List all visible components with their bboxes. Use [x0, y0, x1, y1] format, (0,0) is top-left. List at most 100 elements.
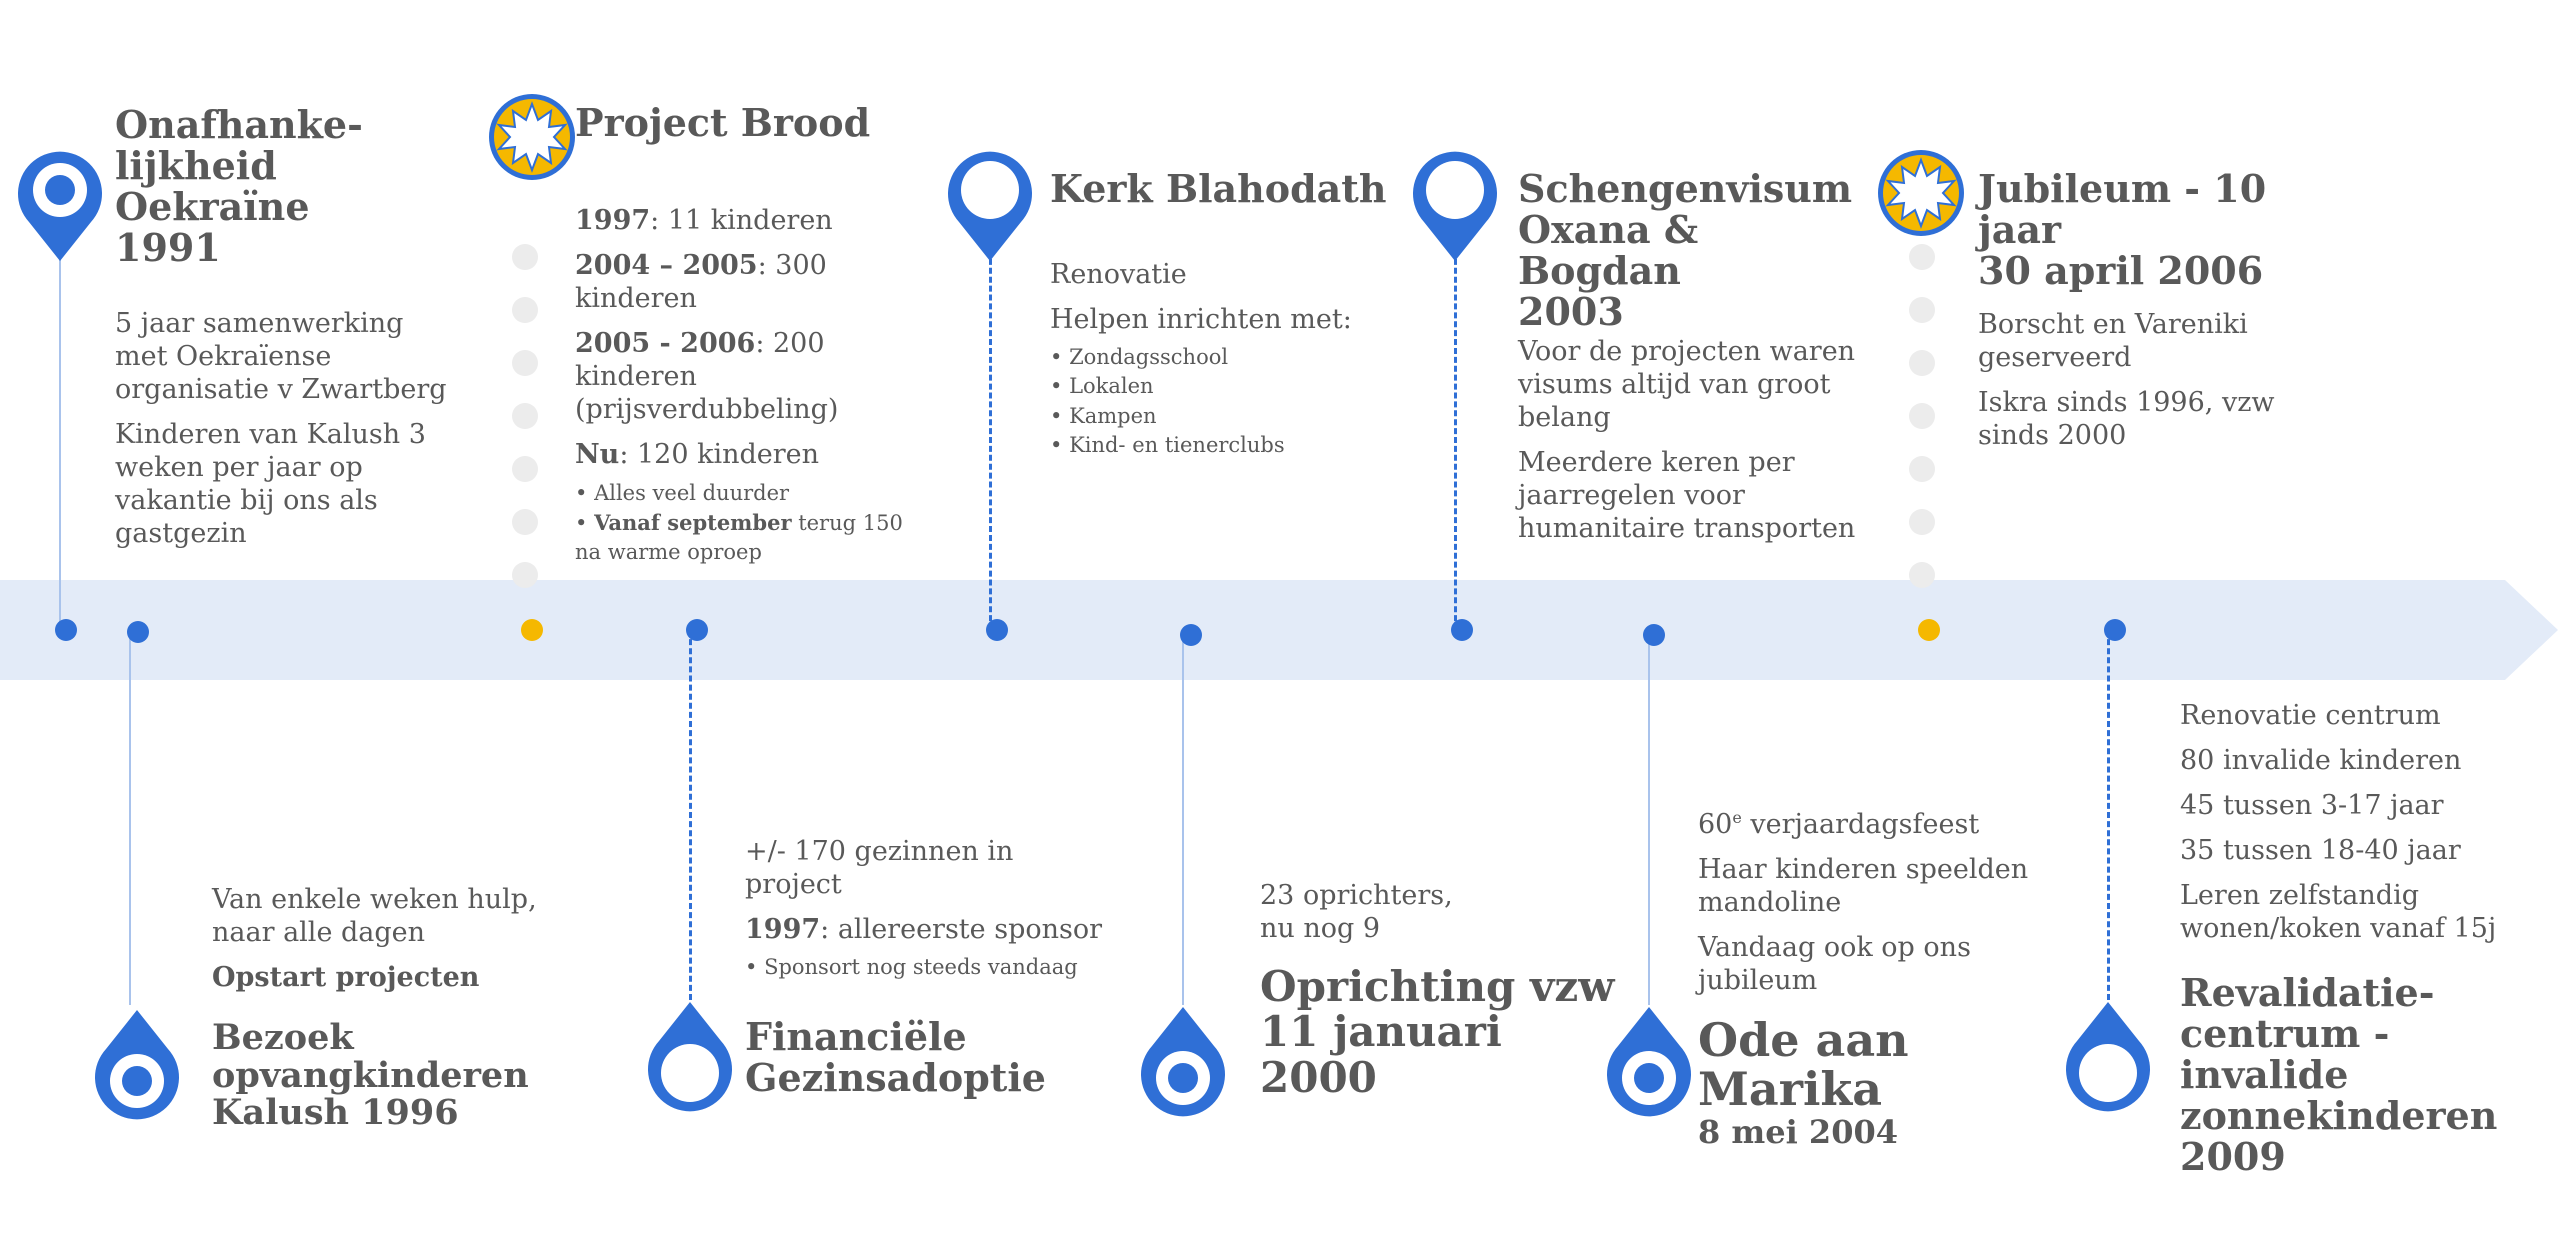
timeline-dot: [1451, 619, 1473, 641]
event-title: Jubileum - 10 jaar 30 april 2006: [1978, 168, 2308, 291]
event-title: Ode aan Marika: [1698, 1012, 2038, 1117]
sun-badge-icon: [1876, 148, 1966, 238]
event-text: Renovatie: [1050, 259, 1187, 291]
event-text: Borscht en Vareniki geserveerd: [1978, 309, 2248, 374]
connector-line: [689, 630, 692, 1000]
text: verjaardagsfeest: [1741, 809, 1980, 840]
event-text: 1997: 11 kinderen: [575, 205, 920, 238]
event-jubilee: Jubileum - 10 jaar 30 april 2006 Borscht…: [1978, 168, 2308, 453]
event-schengen-visa: Schengenvisum Oxana & Bogdan 2003 Voor d…: [1518, 168, 1863, 546]
title-line: Ode aan: [1698, 1012, 1909, 1067]
progress-dot: [512, 403, 538, 429]
title-line: Oxana &: [1518, 207, 1699, 253]
title-line: Financiële: [745, 1014, 967, 1060]
progress-dot: [512, 297, 538, 323]
connector-line: [2107, 630, 2110, 1000]
bold-label: Nu: [575, 438, 620, 470]
list-item: Zondagsschool: [1050, 343, 1395, 372]
event-text: Van enkele weken hulp, naar alle dagen: [212, 884, 537, 948]
text: terug 150 na warme oproep: [575, 510, 903, 565]
event-text: Renovatie centrum: [2180, 700, 2441, 731]
text: : 300 kinderen: [575, 249, 827, 314]
event-date: 8 mei 2004: [1698, 1113, 1898, 1152]
title-line: opvangkinderen: [212, 1054, 529, 1096]
bullet-list: Alles veel duurder Vanaf september terug…: [575, 478, 920, 568]
connector-line: [129, 630, 131, 1005]
event-text: 2004 – 2005: 300 kinderen: [575, 250, 920, 316]
progress-dot: [1909, 297, 1935, 323]
map-pin-icon: [1410, 148, 1500, 263]
event-text: Vandaag ook op ons jubileum: [1698, 931, 1971, 996]
text: : 120 kinderen: [619, 438, 820, 470]
map-pin-icon: [92, 1008, 182, 1123]
connector-line: [1182, 635, 1184, 1005]
event-family-adoption: +/- 170 gezinnen in project 1997: allere…: [745, 836, 1105, 1098]
list-item: Vanaf september terug 150 na warme oproe…: [575, 508, 920, 568]
bold-label: 2004 – 2005: [575, 249, 758, 281]
event-text: 2005 - 2006: 200 kinderen (prijsverdubbe…: [575, 328, 920, 427]
event-title: Revalidatie- centrum - invalide zonnekin…: [2180, 972, 2520, 1177]
progress-dot: [512, 562, 538, 588]
title-line: Kalush 1996: [212, 1092, 459, 1134]
list-item: Lokalen: [1050, 372, 1395, 401]
event-text: 35 tussen 18-40 jaar: [2180, 834, 2461, 866]
bold-label: Vanaf september: [594, 509, 792, 535]
bullet-list: Zondagsschool Lokalen Kampen Kind- en ti…: [1050, 343, 1395, 461]
bold-label: 2005 - 2006: [575, 327, 756, 359]
map-pin-icon: [945, 148, 1035, 263]
event-text: Haar kinderen speelden mandoline: [1698, 853, 2029, 918]
event-text: +/- 170 gezinnen in project: [745, 836, 1014, 900]
list-item: Kind- en tienerclubs: [1050, 431, 1395, 460]
timeline-dot: [686, 619, 708, 641]
timeline-dot: [2104, 619, 2126, 641]
bullet-list: Sponsort nog steeds vandaag: [745, 953, 1105, 982]
progress-dot: [512, 244, 538, 270]
title-line: Marika: [1698, 1062, 1883, 1117]
progress-dot: [1909, 350, 1935, 376]
text: : 11 kinderen: [650, 205, 833, 236]
event-text: 80 invalide kinderen: [2180, 744, 2462, 776]
event-title: Onafhanke- lijkheid Oekraïne 1991: [115, 104, 460, 268]
event-title: Oprichting vzw 11 januari 2000: [1260, 964, 1620, 1100]
title-line: 1991: [115, 225, 221, 271]
event-project-brood: 1997: 11 kinderen 2004 – 2005: 300 kinde…: [575, 205, 920, 568]
title-line: centrum -: [2180, 1010, 2390, 1056]
map-pin-icon: [645, 1000, 735, 1115]
text: Alles veel duurder: [594, 480, 790, 505]
progress-dot: [512, 509, 538, 535]
title-line: invalide: [2180, 1051, 2349, 1097]
event-ode-marika: 60e verjaardagsfeest Haar kinderen speel…: [1698, 808, 2038, 1150]
text: : 200 kinderen (prijsverdubbeling): [575, 327, 839, 425]
event-text: 1997: allereerste sponsor: [745, 914, 1105, 947]
map-pin-icon: [2063, 1000, 2153, 1115]
bold-label: 1997: [745, 913, 821, 945]
list-item: Sponsort nog steeds vandaag: [745, 953, 1105, 982]
map-pin-icon: [1138, 1005, 1228, 1120]
event-independence-1991: Onafhanke- lijkheid Oekraïne 1991 5 jaar…: [115, 104, 460, 551]
event-title: Project Brood: [575, 100, 871, 145]
list-item: Kampen: [1050, 402, 1395, 431]
event-text: Nu: 120 kinderen: [575, 439, 920, 472]
connector-line: [1648, 635, 1650, 1005]
timeline-dot: [55, 619, 77, 641]
title-line: 2003: [1518, 289, 1624, 335]
superscript: e: [1732, 808, 1742, 827]
timeline-dot: [986, 619, 1008, 641]
title-line: Bezoek: [212, 1016, 354, 1058]
event-text: Kinderen van Kalush 3 weken per jaar op …: [115, 418, 426, 549]
progress-dot: [512, 350, 538, 376]
event-title: Financiële Gezinsadoptie: [745, 1016, 1105, 1098]
event-visit-kalush-1996: Van enkele weken hulp, naar alle dagen O…: [212, 884, 562, 1132]
sun-badge-icon: [487, 92, 577, 182]
title-line: zonnekinderen: [2180, 1092, 2498, 1138]
connector-line: [1454, 250, 1457, 630]
progress-dot: [1909, 244, 1935, 270]
event-foundation-2000: 23 oprichters, nu nog 9 Oprichting vzw 1…: [1260, 880, 1620, 1100]
timeline-dot: [521, 619, 543, 641]
event-title: Schengenvisum Oxana & Bogdan 2003: [1518, 168, 1863, 332]
list-item: Alles veel duurder: [575, 478, 920, 508]
progress-dot: [1909, 509, 1935, 535]
title-line: Revalidatie-: [2180, 969, 2435, 1015]
connector-line: [59, 250, 61, 630]
map-pin-icon: [15, 148, 105, 263]
